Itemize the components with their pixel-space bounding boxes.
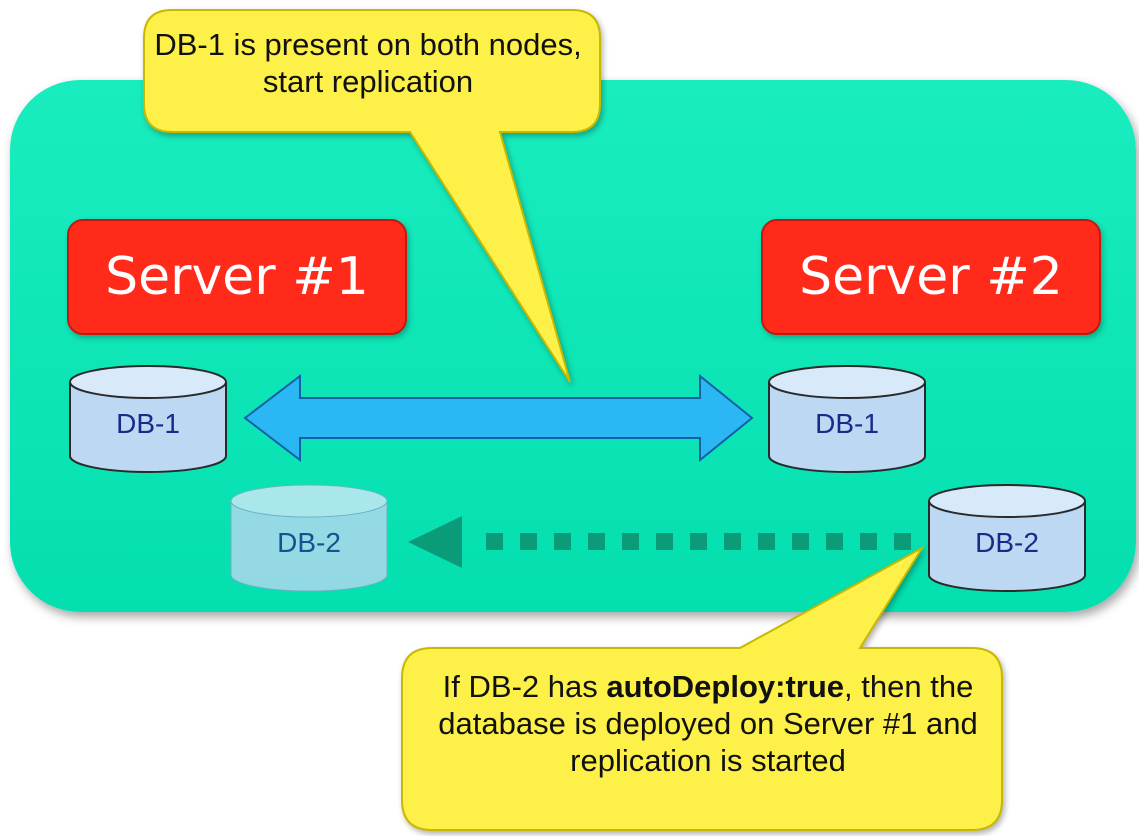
database-label: DB-2 [277, 527, 341, 558]
replication-arrow [243, 373, 754, 463]
callout-top-text: DB-1 is present on both nodes, start rep… [154, 27, 582, 99]
server-1-label: Server #1 [105, 247, 369, 307]
callout-bottom-bold: autoDeploy:true [606, 669, 845, 704]
database-icon [768, 365, 926, 473]
callout-bottom-part1: If DB-2 has [442, 669, 607, 704]
database-cylinder-pending: DB-2 [229, 483, 389, 595]
callout-bottom-text: If DB-2 has autoDeploy:true, then the da… [408, 668, 1008, 779]
server-1-box: Server #1 [67, 219, 407, 335]
server-2-box: Server #2 [761, 219, 1101, 335]
database-label: DB-1 [815, 408, 879, 439]
database-label: DB-1 [116, 408, 180, 439]
database-label: DB-2 [975, 527, 1039, 558]
callout-bottom-part2: , then the database is deployed on Serve… [438, 669, 978, 778]
database-icon [69, 365, 227, 473]
callout-bottom-bubble [401, 545, 1003, 831]
database-icon [230, 484, 388, 592]
server-2-label: Server #2 [799, 247, 1063, 307]
database-cylinder: DB-1 [767, 364, 927, 476]
deploy-arrow [408, 516, 911, 568]
database-icon [928, 484, 1086, 592]
database-cylinder: DB-1 [68, 364, 228, 476]
callout-top-bubble [143, 9, 601, 383]
database-cylinder: DB-2 [927, 483, 1087, 595]
